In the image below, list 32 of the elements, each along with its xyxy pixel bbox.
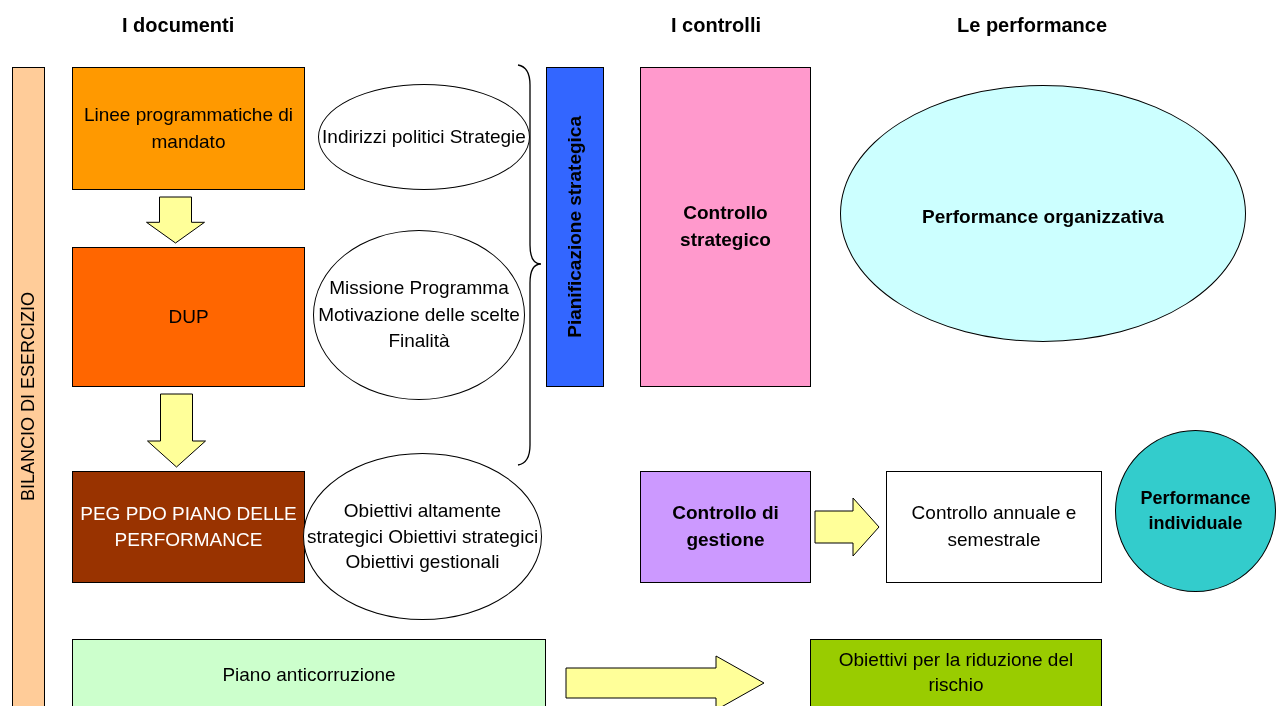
column-heading: Le performance: [957, 14, 1108, 37]
node-text: Linee programmatiche di mandato: [82, 102, 295, 154]
node-text: Controllo strategico: [679, 201, 772, 252]
node-text: Pianificazione strategica: [562, 116, 586, 338]
vertical-bar: [546, 67, 604, 387]
node-text: Missione Programma Motivazione delle scelte Finalità: [318, 276, 520, 354]
node-text: Indirizzi politici Strategie: [322, 124, 526, 149]
block-arrow: [814, 497, 880, 557]
process-box: [640, 471, 811, 583]
node-text: Performance organizzativa: [922, 205, 1164, 229]
node-text: Piano anticorruzione: [222, 663, 396, 687]
node-text: Performance individuale: [1139, 486, 1252, 535]
vertical-bar: [12, 67, 45, 706]
process-box: [72, 471, 305, 583]
node-text: Controllo annuale e semestrale: [910, 501, 1078, 552]
process-box: [640, 67, 811, 387]
process-box: [72, 639, 546, 706]
block-arrow: [146, 196, 205, 244]
node-text: Obiettivi altamente strategici Obiettivi strategici Obiettivi gestionali: [305, 499, 540, 575]
node-text: PEG PDO PIANO DELLE PERFORMANCE: [79, 502, 298, 552]
node-text: Controllo di gestione: [671, 501, 780, 552]
process-box: [72, 67, 305, 190]
node-text: Obiettivi per la riduzione del rischio: [837, 648, 1075, 697]
column-heading: I controlli: [671, 14, 761, 37]
column-heading: I documenti: [122, 14, 235, 37]
process-box: [886, 471, 1102, 583]
block-arrow: [565, 655, 765, 706]
block-arrow: [147, 393, 206, 468]
node-text: DUP: [168, 304, 209, 329]
process-box: [72, 247, 305, 387]
process-box: [810, 639, 1102, 706]
node-text: BILANCIO DI ESERCIZIO: [16, 292, 39, 502]
